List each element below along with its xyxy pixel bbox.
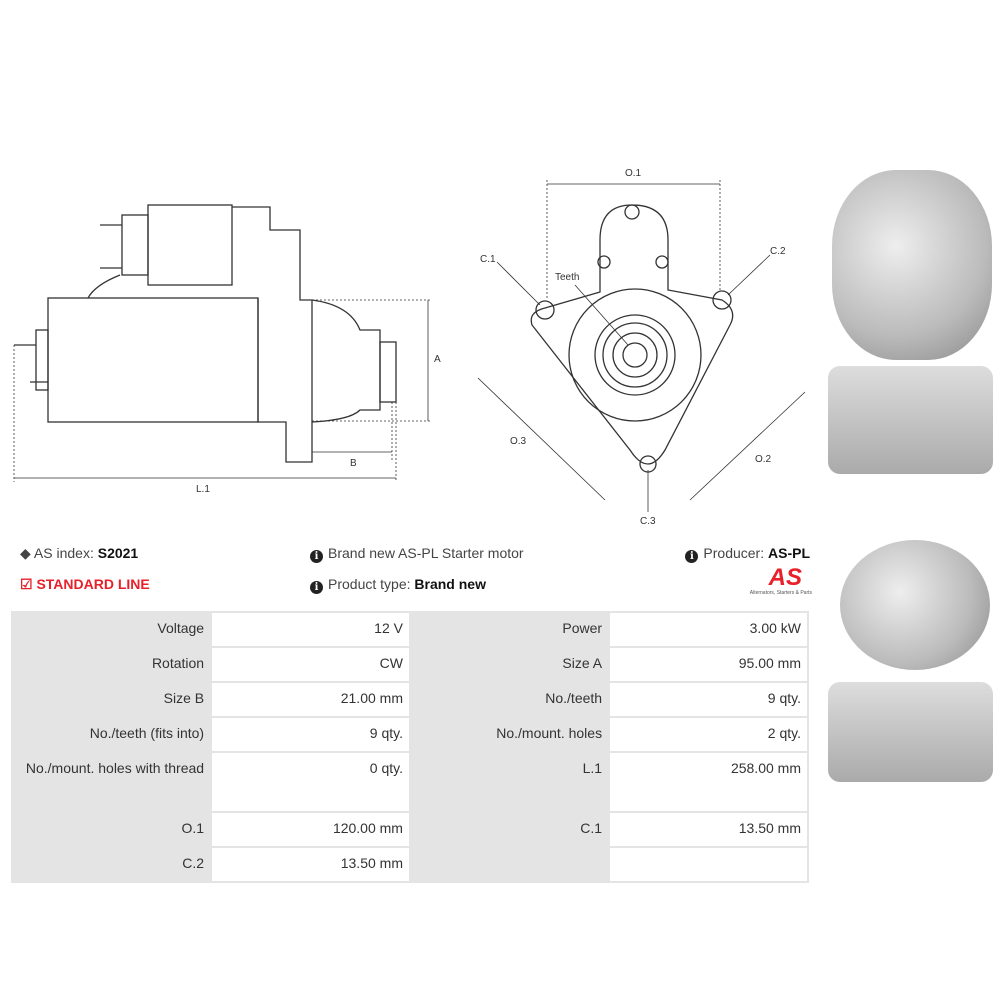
spec-label: Size A: [410, 648, 609, 681]
as-index-label: AS index:: [33, 545, 94, 561]
label-c3: C.3: [640, 516, 656, 527]
spec-label: No./teeth (fits into): [13, 718, 211, 751]
product-photo-front: [832, 170, 992, 360]
spec-label: No./mount. holes with thread: [13, 753, 211, 811]
product-type-label: Product type:: [328, 576, 411, 592]
label-o2: O.2: [755, 454, 772, 465]
spec-value: 9 qty.: [212, 718, 409, 751]
front-view-drawing: O.1 O.3 O.2 C.1 C.2 C.3 Teeth: [477, 168, 806, 527]
logo-text: AS: [768, 564, 802, 591]
spec-label: [410, 848, 609, 881]
spec-label: O.1: [13, 813, 211, 846]
label-o1: O.1: [625, 168, 642, 179]
description: i Brand new AS-PL Starter motor: [310, 545, 524, 563]
checkbox-icon: ☑: [20, 576, 33, 592]
product-photo-side: [828, 366, 993, 474]
producer-label: Producer:: [703, 545, 765, 561]
label-b: B: [350, 458, 357, 469]
label-c1: C.1: [480, 254, 496, 265]
spec-value: 21.00 mm: [212, 683, 409, 716]
product-type-value: Brand new: [414, 576, 486, 592]
producer-value: AS-PL: [768, 545, 810, 561]
spec-value: 13.50 mm: [212, 848, 409, 881]
spec-label: L.1: [410, 753, 609, 811]
spec-label: No./teeth: [410, 683, 609, 716]
spec-value: 120.00 mm: [212, 813, 409, 846]
standard-line: ☑ STANDARD LINE: [20, 576, 150, 593]
spec-value: 258.00 mm: [610, 753, 807, 811]
spec-value: 3.00 kW: [610, 613, 807, 646]
spec-value: CW: [212, 648, 409, 681]
spec-value: 12 V: [212, 613, 409, 646]
spec-label: Voltage: [13, 613, 211, 646]
logo-tagline: Alternators, Starters & Parts: [749, 590, 812, 596]
label-l1: L.1: [196, 484, 210, 495]
spec-value: [610, 848, 807, 881]
spec-label: C.1: [410, 813, 609, 846]
tag-icon: ◆: [20, 545, 31, 561]
description-text: Brand new AS-PL Starter motor: [328, 545, 524, 561]
as-index: ◆ AS index: S2021: [20, 545, 138, 562]
spec-value: 2 qty.: [610, 718, 807, 751]
as-index-value: S2021: [97, 545, 139, 561]
spec-row: No./teeth (fits into)9 qty.No./mount. ho…: [13, 718, 807, 751]
spec-label: Size B: [13, 683, 211, 716]
side-view-drawing: A B L.1: [13, 204, 441, 495]
info-icon: i: [685, 550, 699, 563]
label-o3: O.3: [510, 436, 527, 447]
spec-label: No./mount. holes: [410, 718, 609, 751]
spec-value: 95.00 mm: [610, 648, 807, 681]
info-icon: i: [310, 550, 323, 563]
spec-label: Power: [410, 613, 609, 646]
info-icon: i: [310, 581, 323, 594]
product-type: i Product type: Brand new: [310, 576, 486, 594]
spec-value: 13.50 mm: [610, 813, 807, 846]
spec-label: C.2: [13, 848, 211, 881]
spec-value: 0 qty.: [212, 753, 409, 811]
product-photo-side-2: [828, 682, 993, 782]
as-pl-logo: AS Alternators, Starters & Parts: [722, 564, 812, 597]
label-c2: C.2: [770, 246, 786, 257]
spec-value: 9 qty.: [610, 683, 807, 716]
producer: i Producer: AS-PL: [685, 545, 810, 563]
label-teeth: Teeth: [555, 272, 579, 283]
product-photo-rear: [840, 540, 990, 670]
spec-label: Rotation: [13, 648, 211, 681]
label-a: A: [434, 354, 441, 365]
standard-line-label: STANDARD LINE: [36, 576, 150, 592]
